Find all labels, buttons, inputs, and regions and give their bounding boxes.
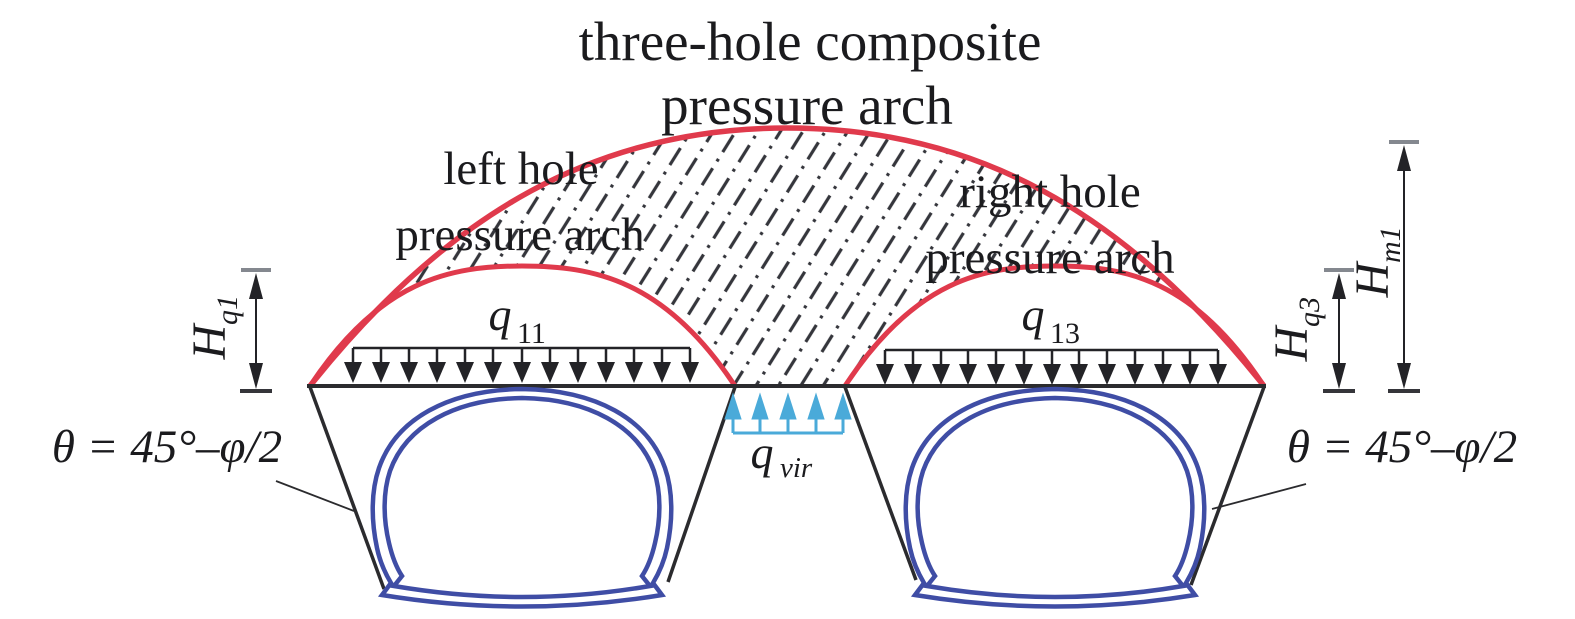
left-arch-label-line1: left hole <box>443 143 598 195</box>
load-arrow <box>651 346 673 385</box>
rupture-line-left-outer <box>308 386 386 590</box>
q13-load <box>874 348 1229 387</box>
figure-title-line2: pressure arch <box>661 75 953 136</box>
q11-label-base: q <box>489 289 512 340</box>
rupture-line-left-inner <box>666 386 737 583</box>
pressure-arches <box>307 125 1267 388</box>
load-arrow <box>1013 348 1035 387</box>
q11-label: q 11 <box>489 289 546 350</box>
load-arrow <box>679 346 701 385</box>
load-arrow <box>454 346 476 385</box>
hq1-dimension-arrow <box>240 268 272 393</box>
load-arrow <box>567 346 589 385</box>
q13-label-base: q <box>1022 289 1045 340</box>
right-arch-label-line1: right hole <box>959 166 1140 218</box>
angle-leader-right <box>1211 483 1307 510</box>
load-arrow <box>426 346 448 385</box>
load-arrow <box>1041 348 1063 387</box>
q13-label-sub: 13 <box>1050 317 1080 350</box>
hm1-label-sub: m1 <box>1374 226 1407 263</box>
angle-leader-left <box>275 480 355 512</box>
load-arrow <box>1152 348 1174 387</box>
hm1-label-base: H <box>1346 260 1399 298</box>
load-arrow <box>511 346 533 385</box>
right-arch-label-line2: pressure arch <box>925 232 1174 284</box>
hq1-label: H q1 <box>183 295 244 360</box>
hm1-label: H m1 <box>1346 226 1407 298</box>
rupture-line-right-inner <box>843 386 918 581</box>
angle-label-right: θ = 45°–φ/2 <box>1287 421 1517 473</box>
hq1-label-sub: q1 <box>211 295 244 325</box>
load-arrow <box>342 346 364 385</box>
load-arrow <box>1179 348 1201 387</box>
left-arch-curve <box>307 263 738 388</box>
vir-load-arrow <box>723 392 743 435</box>
load-arrow <box>623 346 645 385</box>
left-tunnel-lining <box>373 389 672 607</box>
right-arch-curve <box>842 263 1267 388</box>
load-arrow <box>1096 348 1118 387</box>
load-arrow <box>398 346 420 385</box>
qvir-label-base: q <box>751 427 774 478</box>
load-arrow <box>482 346 504 385</box>
rupture-line-right-outer <box>1189 386 1266 586</box>
hm1-dimension-arrow <box>1388 140 1420 393</box>
figure-title-line1: three-hole composite <box>579 11 1042 72</box>
ground-and-rupture-lines <box>275 384 1307 590</box>
hq3-dimension-arrow <box>1323 268 1355 393</box>
hq3-label: H q3 <box>1265 297 1326 362</box>
load-arrow <box>1207 348 1229 387</box>
hatched-pressure-zone <box>310 128 1264 386</box>
right-tunnel-lining <box>906 389 1205 607</box>
composite-arch-curve <box>307 125 1267 388</box>
qvir-label-sub: vir <box>780 452 813 484</box>
load-arrow <box>1124 348 1146 387</box>
vir-load-arrow <box>778 392 798 435</box>
hq1-label-base: H <box>183 322 236 360</box>
hq3-label-base: H <box>1265 324 1318 362</box>
load-arrow <box>595 346 617 385</box>
load-arrow <box>370 346 392 385</box>
load-arrow <box>985 348 1007 387</box>
load-arrow <box>539 346 561 385</box>
q11-label-sub: 11 <box>517 317 546 350</box>
angle-label-left: θ = 45°–φ/2 <box>52 421 282 473</box>
vir-load-arrow <box>806 392 826 435</box>
q13-label: q 13 <box>1022 289 1081 350</box>
hq3-label-sub: q3 <box>1293 297 1326 327</box>
load-arrow <box>930 348 952 387</box>
load-arrow <box>957 348 979 387</box>
qvir-load <box>723 392 853 435</box>
q11-load <box>342 346 701 385</box>
qvir-label: q vir <box>751 427 813 484</box>
dimension-arrows <box>240 140 1420 393</box>
load-arrow <box>874 348 896 387</box>
load-arrow <box>902 348 924 387</box>
load-arrow <box>1068 348 1090 387</box>
left-arch-label-line2: pressure arch <box>395 209 644 261</box>
